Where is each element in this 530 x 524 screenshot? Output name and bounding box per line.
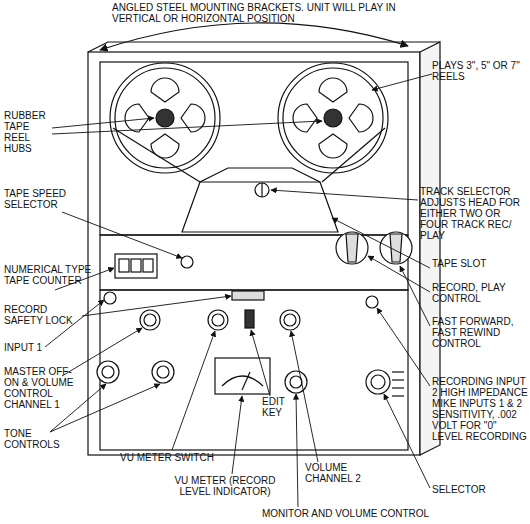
callout-label: TRACK SELECTOR ADJUSTS HEAD FOR EITHER T…: [420, 186, 528, 241]
callout-label: EDIT KEY: [262, 396, 302, 418]
leader-lines: [45, 74, 432, 507]
callout-label: VU METER (RECORD LEVEL INDICATOR): [170, 475, 280, 497]
callout-label: TONE CONTROLS: [4, 428, 84, 450]
callout-label: MONITOR AND VOLUME CONTROL: [262, 508, 462, 519]
callout-label: NUMERICAL TYPE TAPE COUNTER: [4, 264, 96, 286]
callout-label: MASTER OFF-ON & VOLUME CONTROL CHANNEL 1: [4, 366, 84, 410]
callout-label: TAPE SPEED SELECTOR: [4, 188, 74, 210]
callout-label: RUBBER TAPE REEL HUBS: [4, 110, 54, 154]
callout-label: RECORD, PLAY CONTROL: [432, 282, 524, 304]
callout-label: INPUT 1: [4, 342, 64, 353]
callout-label: SELECTOR: [432, 484, 522, 495]
callout-label: VOLUME CHANNEL 2: [305, 462, 365, 484]
callout-label: VU METER SWITCH: [120, 452, 220, 463]
callout-label: ANGLED STEEL MOUNTING BRACKETS. UNIT WIL…: [112, 2, 442, 24]
callout-label: RECORD SAFETY LOCK: [4, 304, 84, 326]
callout-label: PLAYS 3", 5" OR 7" REELS: [432, 60, 522, 82]
callout-label: FAST FORWARD, FAST REWIND CONTROL: [432, 316, 527, 349]
callout-label: TAPE SLOT: [432, 258, 522, 269]
callout-label: RECORDING INPUT 2 HIGH IMPEDANCE MIKE IN…: [432, 376, 529, 442]
